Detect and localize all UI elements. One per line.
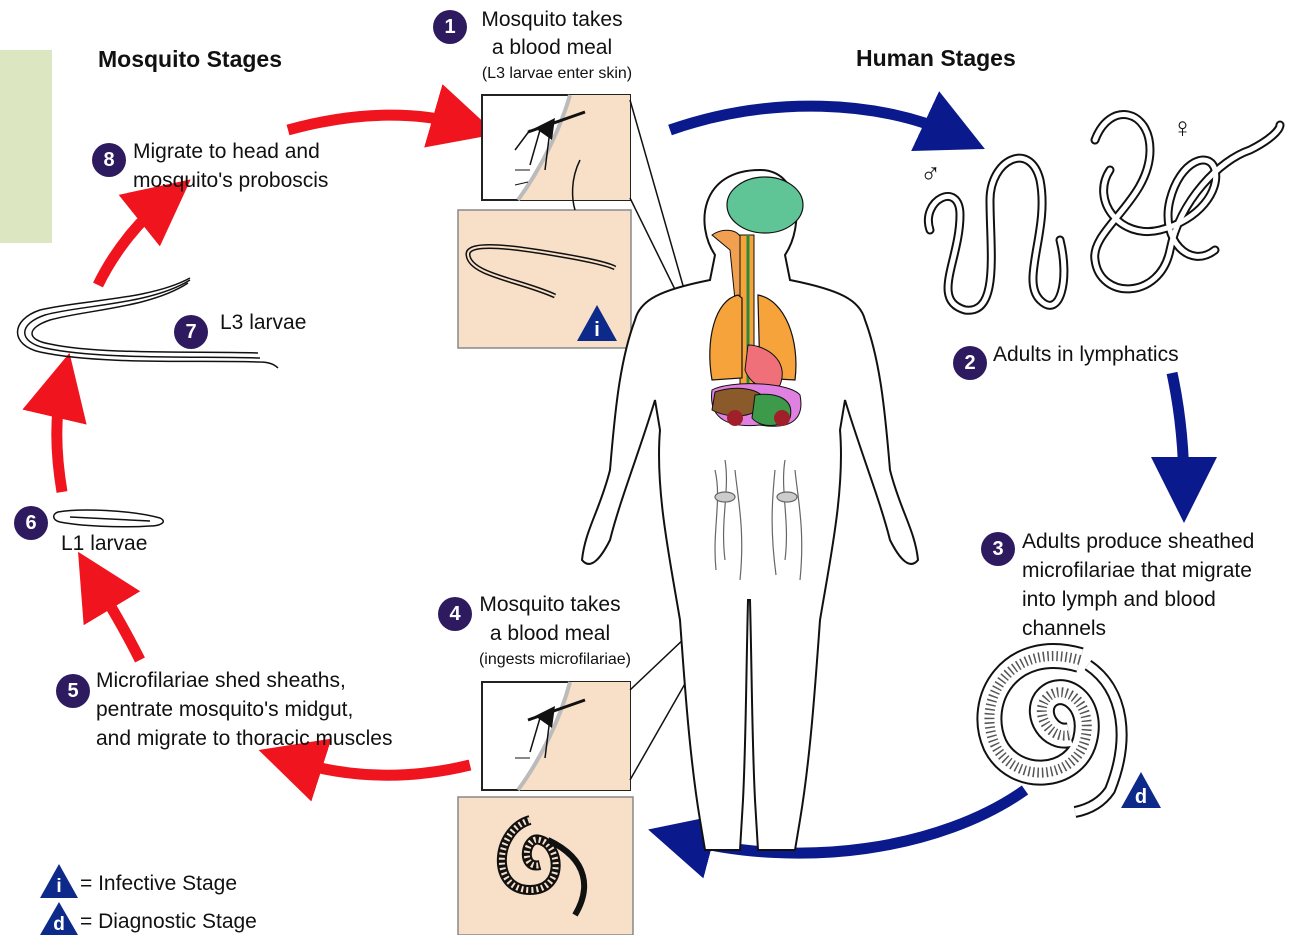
step-6-number: 6 — [14, 506, 48, 540]
heading-mosquito-stages: Mosquito Stages — [98, 45, 282, 73]
legend-infective-icon: i — [40, 864, 78, 898]
step-2-label: Adults in lymphatics — [993, 341, 1179, 369]
infective-stage-badge: i — [577, 305, 617, 341]
step-5-line3: and migrate to thoracic muscles — [96, 725, 392, 753]
step-1-line1: Mosquito takes — [462, 6, 642, 34]
step-2-number: 2 — [953, 346, 987, 380]
step-5-line2: pentrate mosquito's midgut, — [96, 696, 353, 724]
arrow-8-to-1 — [288, 115, 465, 130]
inset-microfilaria — [458, 797, 633, 935]
step-3-line4: channels — [1022, 615, 1106, 643]
step-7-label: L3 larvae — [220, 309, 306, 337]
step-3-number: 3 — [981, 532, 1015, 566]
male-symbol: ♂ — [920, 160, 941, 188]
legend-infective-letter: i — [40, 876, 78, 898]
step-8-line2: mosquito's proboscis — [133, 167, 328, 195]
step-5-line1: Microfilariae shed sheaths, — [96, 667, 346, 695]
step-4-note: (ingests microfilariae) — [450, 650, 660, 670]
adult-worms-inner — [928, 115, 1280, 311]
female-symbol: ♀ — [1172, 114, 1193, 142]
arrow-1-to-2 — [670, 106, 955, 135]
step-4-line2: a blood meal — [465, 620, 635, 648]
step-8-number: 8 — [92, 143, 126, 177]
step-1-note: (L3 larvae enter skin) — [452, 64, 662, 84]
legend-diagnostic-icon: d — [40, 902, 78, 935]
arrow-2-to-3 — [1172, 373, 1184, 490]
step-3-line2: microfilariae that migrate — [1022, 557, 1252, 585]
step-3-line3: into lymph and blood — [1022, 586, 1216, 614]
arrow-6-to-7 — [57, 385, 62, 492]
arrow-7-to-8 — [98, 200, 165, 285]
step-6-label: L1 larvae — [61, 530, 147, 558]
diagnostic-badge-letter: d — [1121, 786, 1161, 809]
inset-mosquito-top — [482, 95, 630, 200]
infective-badge-letter: i — [577, 319, 617, 342]
step-3-line1: Adults produce sheathed — [1022, 528, 1254, 556]
legend-diagnostic-label: = Diagnostic Stage — [80, 908, 257, 936]
step-8-line1: Migrate to head and — [133, 138, 320, 166]
arrow-5-to-6 — [95, 580, 140, 660]
step-4-line1: Mosquito takes — [465, 591, 635, 619]
sheathed-microfilaria — [989, 656, 1121, 812]
step-1-line2: a blood meal — [462, 34, 642, 62]
legend-infective-label: = Infective Stage — [80, 870, 237, 898]
legend-diagnostic-letter: d — [40, 914, 78, 936]
inset-mosquito-bottom — [482, 682, 630, 790]
step-5-number: 5 — [56, 674, 90, 708]
heading-human-stages: Human Stages — [856, 44, 1016, 72]
diagnostic-stage-badge: d — [1121, 772, 1161, 808]
l1-larva-drawing — [54, 510, 164, 527]
arrow-4-to-5 — [290, 760, 470, 775]
step-7-number: 7 — [174, 315, 208, 349]
